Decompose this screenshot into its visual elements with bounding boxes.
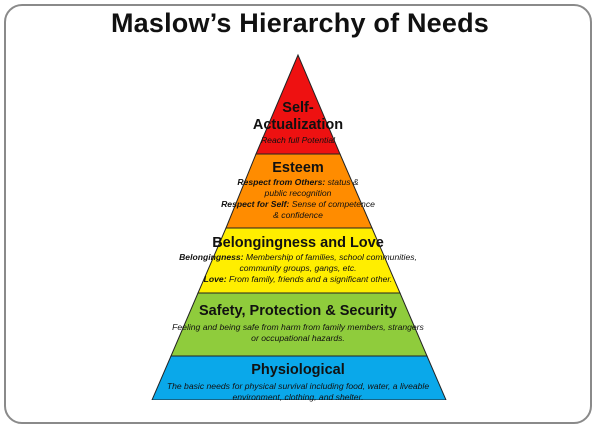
physiological-text: Physiological The basic needs for physic… <box>110 362 486 403</box>
physiological-description-line1: The basic needs for physical survival in… <box>166 381 430 391</box>
safety-title: Safety, Protection & Security <box>199 303 397 319</box>
self-actualization-title-line1: Self- <box>282 100 314 116</box>
layer-physiological <box>151 355 447 400</box>
belonging-text: Belongingness and Love Belongingness: Me… <box>140 235 456 285</box>
belongingness-label: Belongingness: <box>179 252 244 262</box>
esteem-self-text: Sense of competence <box>289 199 375 209</box>
self-actualization-text: Self- Actualization Reach full Potential <box>238 100 358 146</box>
physiological-description-line2: environment, clothing, and shelter. <box>232 392 364 402</box>
esteem-others-text: status & <box>325 177 359 187</box>
esteem-self-text-cont: & confidence <box>273 210 323 220</box>
esteem-others-text-cont: public recognition <box>264 188 332 198</box>
self-actualization-description: Reach full Potential <box>260 135 336 145</box>
love-label: Love: <box>203 274 227 284</box>
esteem-self-label: Respect for Self: <box>221 199 290 209</box>
esteem-others-label: Respect from Others: <box>237 177 326 187</box>
safety-description-line2: or occupational hazards. <box>251 333 345 343</box>
pyramid <box>151 53 447 400</box>
safety-description-line1: Feeling and being safe from harm from fa… <box>172 322 424 332</box>
love-text: From family, friends and a significant o… <box>226 274 393 284</box>
esteem-title: Esteem <box>272 160 324 176</box>
belongingness-text: Membership of families, school communiti… <box>243 252 417 262</box>
physiological-title: Physiological <box>251 362 345 378</box>
belongingness-text-cont: community groups, gangs, etc. <box>239 263 357 273</box>
safety-text: Safety, Protection & Security Feeling an… <box>120 303 476 344</box>
belonging-title: Belongingness and Love <box>212 235 384 251</box>
page-title: Maslow’s Hierarchy of Needs <box>110 8 490 38</box>
self-actualization-title-line2: Actualization <box>252 117 344 133</box>
esteem-text: Esteem Respect from Others: status & pub… <box>200 160 396 221</box>
